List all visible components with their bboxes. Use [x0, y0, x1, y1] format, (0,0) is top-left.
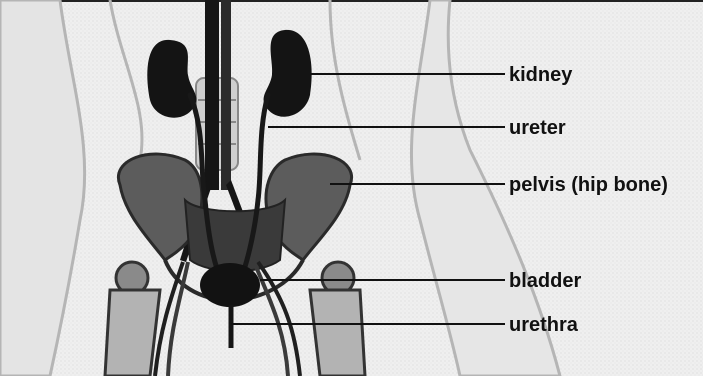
ureter-label: ureter [509, 118, 566, 138]
kidney-label: kidney [509, 65, 572, 85]
pelvis-label: pelvis (hip bone) [509, 175, 668, 195]
bladder-organ [200, 263, 260, 307]
urethra-label: urethra [509, 315, 578, 335]
bladder-label: bladder [509, 271, 581, 291]
